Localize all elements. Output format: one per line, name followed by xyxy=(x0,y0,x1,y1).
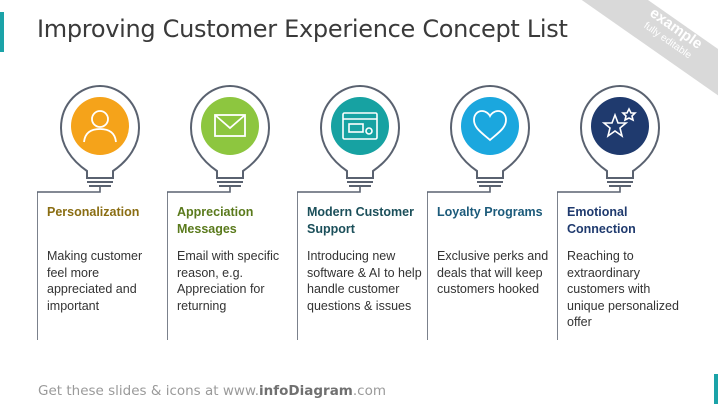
icon-circle xyxy=(461,97,519,155)
person-icon xyxy=(83,110,117,143)
bulb-graphic xyxy=(557,82,683,340)
item-description: Reaching to extraordinary customers with… xyxy=(567,249,679,329)
accent-bar xyxy=(0,12,4,52)
item-heading: Modern Customer Support xyxy=(307,205,414,236)
footer-suffix: .com xyxy=(352,383,386,399)
footer-prefix: Get these slides & icons at www. xyxy=(38,383,260,399)
icon-circle xyxy=(331,97,389,155)
icon-circle xyxy=(201,97,259,155)
footer-brand: infoDiagram xyxy=(259,383,353,399)
item-description: Making customer feel more appreciated an… xyxy=(47,249,143,313)
icon-circle xyxy=(71,97,129,155)
browser-window-icon xyxy=(342,112,378,140)
item-heading: Loyalty Programs xyxy=(437,205,543,219)
bulb-graphic xyxy=(167,82,293,340)
concept-item-loyalty: Loyalty Programs Exclusive perks and dea… xyxy=(427,82,553,342)
concept-item-appreciation: Appreciation Messages Email with specifi… xyxy=(167,82,293,342)
item-heading: Emotional Connection xyxy=(567,205,636,236)
heart-icon xyxy=(473,110,507,142)
envelope-icon xyxy=(214,114,246,137)
footer-credit: Get these slides & icons at www.infoDiag… xyxy=(38,383,386,399)
item-description: Introducing new software & AI to help ha… xyxy=(307,249,422,313)
bulb-graphic xyxy=(37,82,163,340)
stars-icon xyxy=(601,107,637,138)
icon-circle xyxy=(591,97,649,155)
item-heading: Appreciation Messages xyxy=(177,205,254,236)
concept-item-personalization: Personalization Making customer feel mor… xyxy=(37,82,163,342)
concept-item-emotional: Emotional Connection Reaching to extraor… xyxy=(557,82,683,342)
page-title: Improving Customer Experience Concept Li… xyxy=(37,15,568,43)
item-description: Email with specific reason, e.g. Appreci… xyxy=(177,249,280,313)
bulb-graphic xyxy=(427,82,553,340)
bulb-graphic xyxy=(297,82,423,340)
concept-item-support: Modern Customer Support Introducing new … xyxy=(297,82,423,342)
accent-bar-right xyxy=(714,374,718,404)
item-description: Exclusive perks and deals that will keep… xyxy=(437,249,549,296)
item-heading: Personalization xyxy=(47,205,140,219)
